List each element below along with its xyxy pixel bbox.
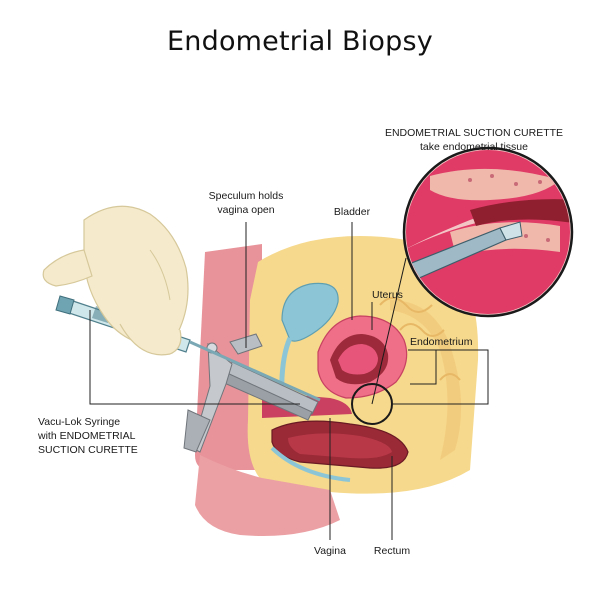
speculum-label-line1: Speculum holds [209, 190, 284, 202]
syringe-label-line3: SUCTION CURETTE [38, 444, 138, 456]
uterine-lining [338, 344, 378, 375]
inset-title-label: ENDOMETRIAL SUCTION CURETTE [385, 127, 563, 139]
bladder [281, 282, 339, 342]
magnify-connector [371, 257, 407, 405]
bladder-label: Bladder [334, 206, 371, 218]
inset-subtitle-label: take endometrial tissue [420, 141, 528, 153]
anal-canal [270, 446, 351, 482]
syringe-label-line1: Vacu-Lok Syringe [38, 416, 120, 428]
syringe-label-line2: with ENDOMETRIAL [37, 430, 136, 442]
rectum-label: Rectum [374, 545, 410, 557]
uterus-label: Uterus [372, 289, 403, 301]
vagina-label: Vagina [314, 545, 346, 557]
endometrium-label: Endometrium [410, 336, 473, 348]
abdomen-contour [390, 300, 462, 460]
page-title: Endometrial Biopsy [167, 26, 433, 57]
curette-inset [402, 146, 574, 318]
intestine-coils [379, 297, 461, 381]
gloved-hand [42, 205, 189, 356]
rectum-inner [288, 433, 392, 459]
leader-lines [89, 222, 489, 540]
speculum-label-line2: vagina open [217, 204, 274, 216]
buttock-region [195, 455, 340, 536]
